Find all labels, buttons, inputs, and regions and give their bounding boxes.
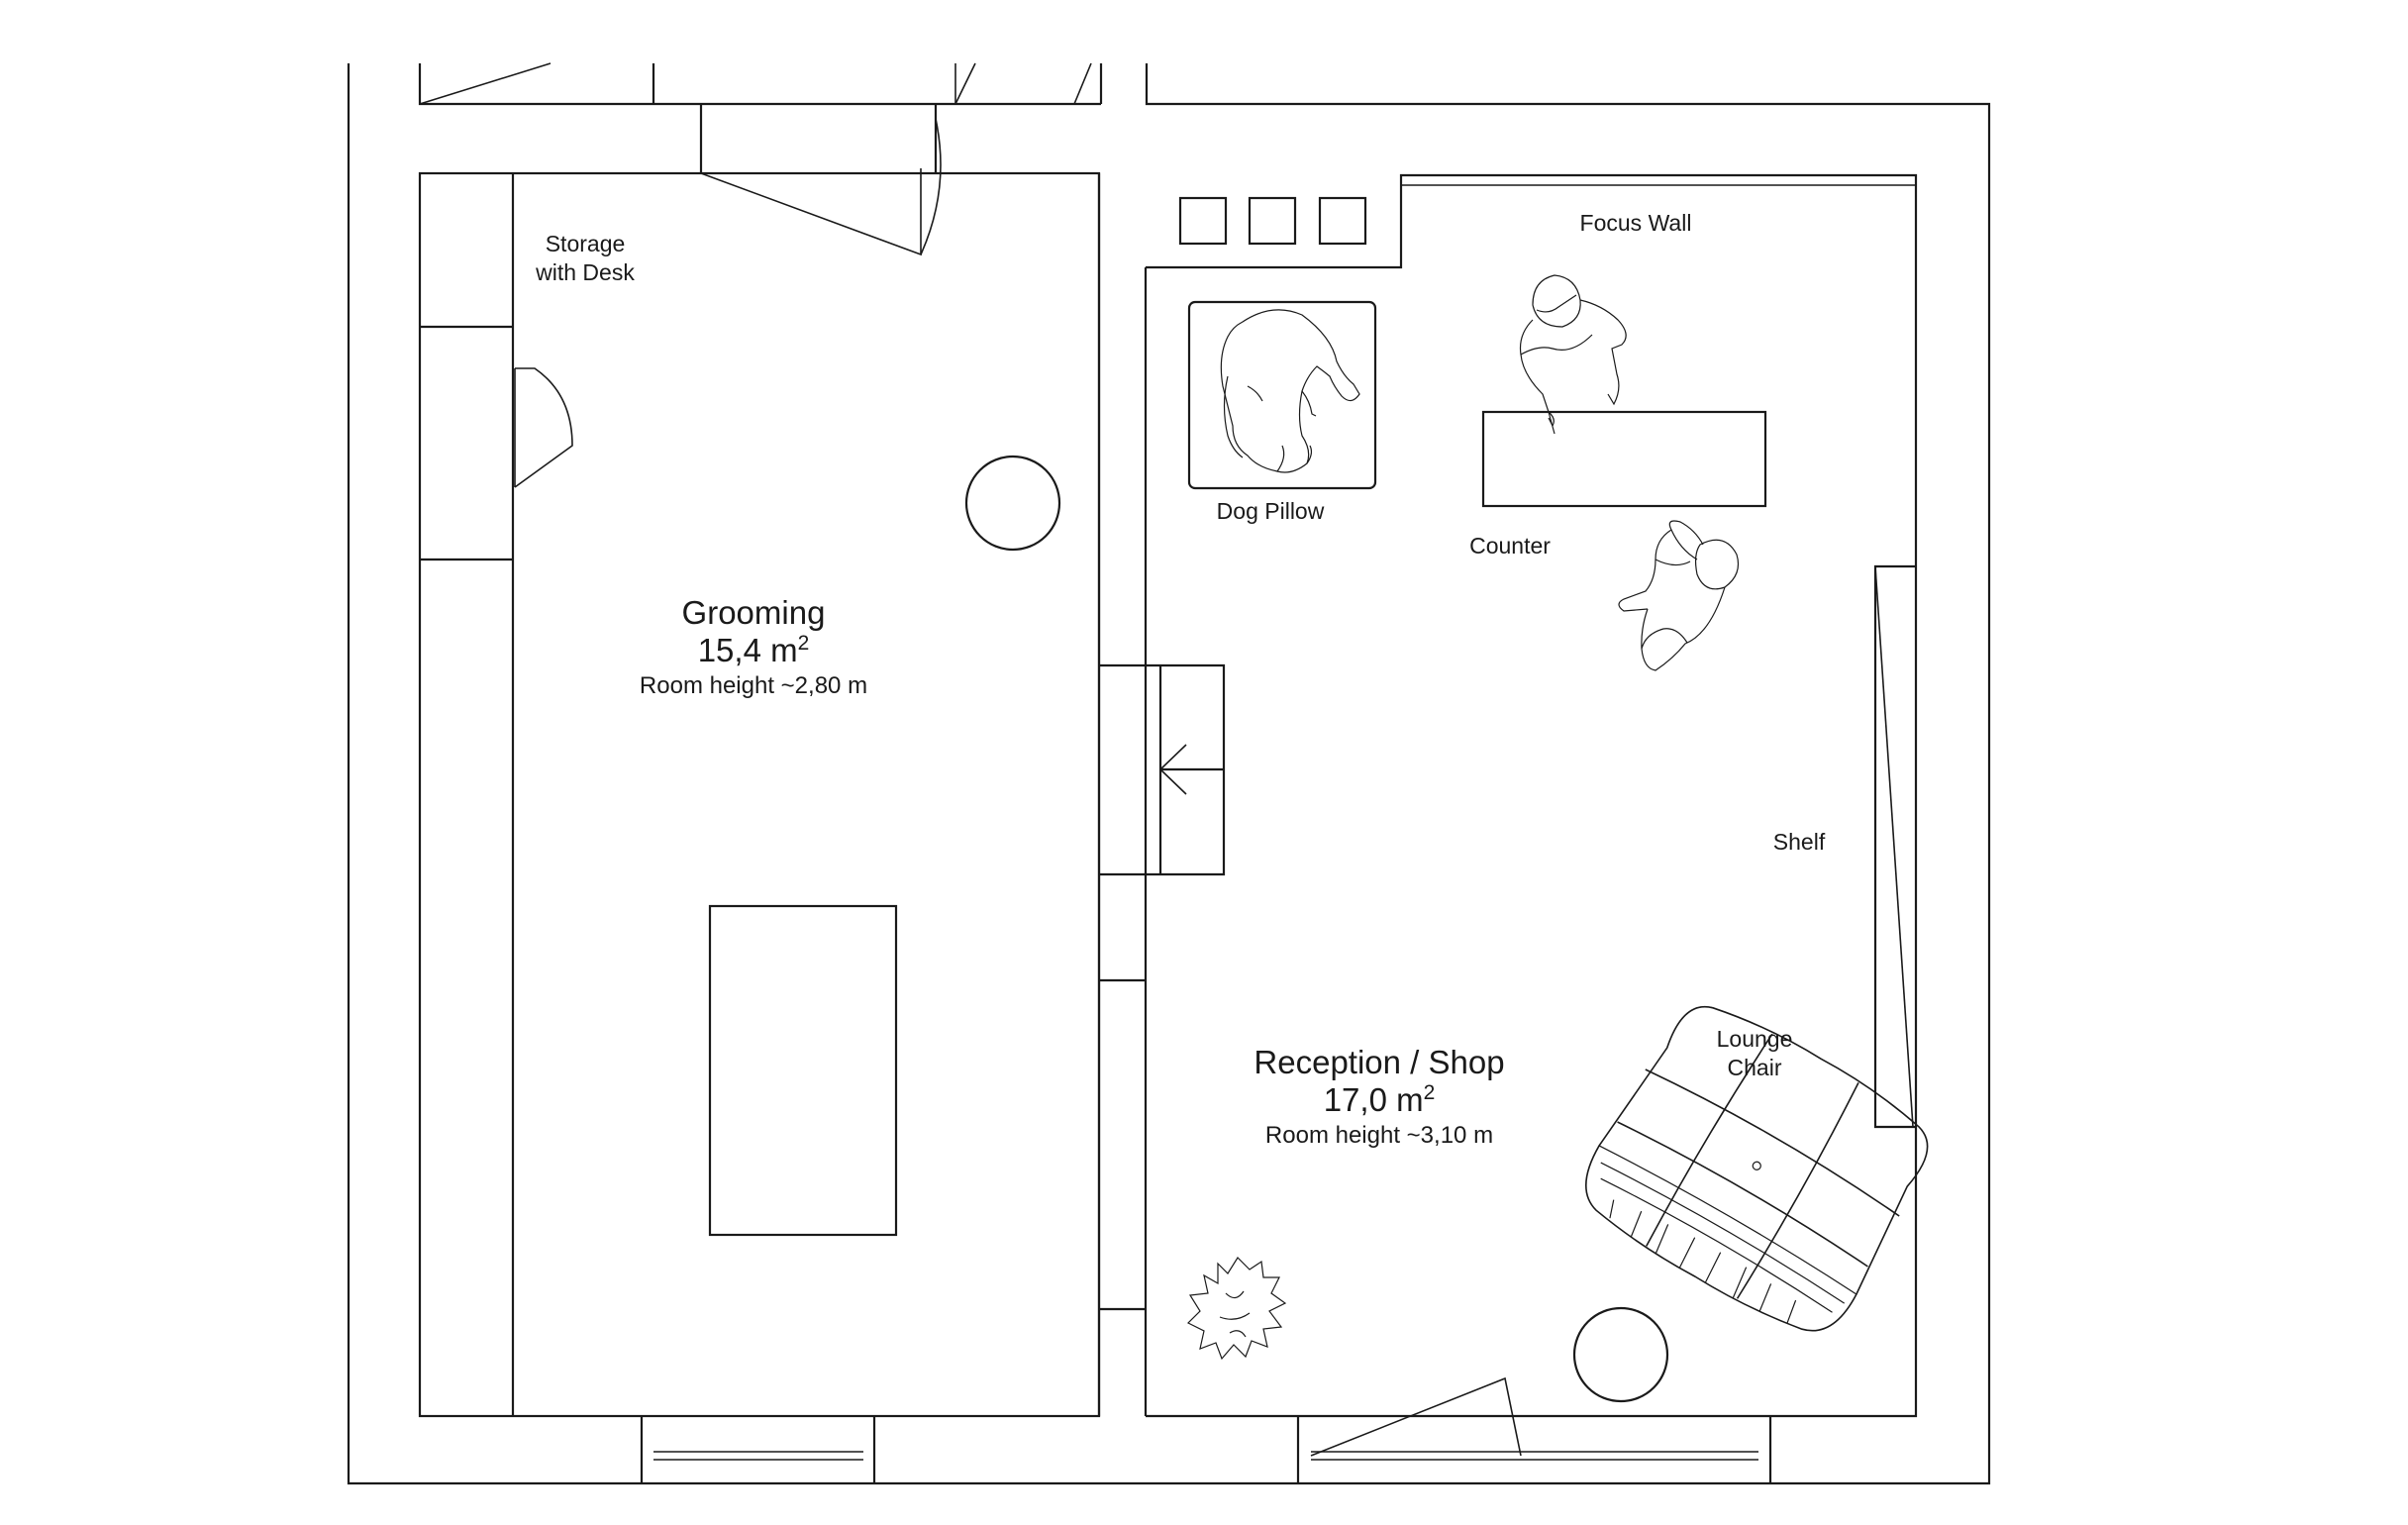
room-name-grooming: Grooming <box>682 594 826 631</box>
lounge-chair-icon <box>1585 1005 1929 1332</box>
storage-label-line2: with Desk <box>535 259 635 285</box>
door-swing-icon <box>1310 1376 1522 1457</box>
room-height-grooming: Room height ~2,80 m <box>640 672 867 699</box>
door-swing-icon <box>700 168 922 256</box>
plant-top-view-icon <box>1186 1257 1287 1361</box>
room-height-reception: Room height ~3,10 m <box>1265 1122 1493 1149</box>
dog-pillow-label: Dog Pillow <box>1217 498 1325 524</box>
room-area-reception: 17,0 m2 <box>1324 1081 1436 1118</box>
grooming-room-info: Grooming 15,4 m2 Room height ~2,80 m <box>640 594 867 699</box>
connecting-wall <box>1097 173 1226 1416</box>
storage-label: Storage <box>546 231 626 256</box>
person-top-view-icon <box>1618 520 1740 671</box>
grooming-room <box>418 118 1101 1483</box>
dog-top-view-icon <box>1220 309 1360 473</box>
labels: Storage with Desk Focus Wall Dog Pillow … <box>535 210 1826 1080</box>
door-swing-icon <box>514 367 573 488</box>
lounge-chair-label-line2: Chair <box>1728 1055 1782 1080</box>
person-top-view-icon <box>1519 274 1627 435</box>
reception-room <box>1146 173 1918 1483</box>
focus-wall-label: Focus Wall <box>1580 210 1692 236</box>
lounge-chair-label: Lounge <box>1717 1026 1793 1052</box>
top-fragments <box>418 62 1101 173</box>
room-name-reception: Reception / Shop <box>1254 1044 1504 1080</box>
outer-walls <box>347 63 1991 1485</box>
counter-label: Counter <box>1469 533 1551 559</box>
reception-room-info: Reception / Shop 17,0 m2 Room height ~3,… <box>1254 1044 1504 1149</box>
shelf-label: Shelf <box>1773 829 1826 855</box>
room-area-grooming: 15,4 m2 <box>698 632 810 668</box>
